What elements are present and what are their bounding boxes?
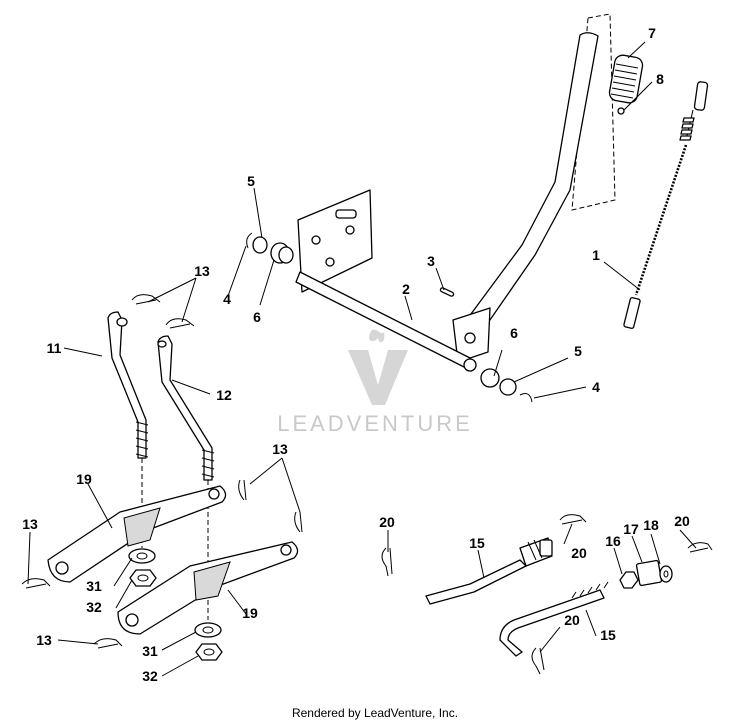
callout-32-upper: 32 [86, 599, 102, 615]
parts-16-17-18-adjuster [619, 559, 673, 589]
part-12-lift-link [157, 335, 215, 481]
callout-5-right: 5 [574, 343, 582, 359]
callout-11: 11 [47, 340, 62, 356]
callout-19-lower: 19 [242, 605, 258, 621]
callout-18: 18 [643, 517, 659, 533]
callout-4-right: 4 [592, 379, 600, 395]
callout-17: 17 [623, 521, 639, 537]
callout-2: 2 [402, 281, 410, 297]
part-20-clips [381, 514, 713, 675]
parts-31-32-upper [128, 548, 157, 587]
frame-plate [297, 189, 373, 293]
callout-32-lower: 32 [142, 668, 158, 684]
callout-labels: 1 2 3 4 5 6 6 5 4 7 8 11 12 13 13 13 13 … [22, 25, 690, 684]
parts-5-6-left-bushing [246, 232, 294, 264]
callout-6-right: 6 [510, 325, 518, 341]
leadventure-logo-icon [348, 329, 408, 405]
callout-16: 16 [605, 533, 621, 549]
callout-5-left: 5 [247, 173, 255, 189]
part-13-clips-lower [21, 479, 303, 649]
callout-31-upper: 31 [86, 578, 102, 594]
watermark: LEADVENTURE [277, 329, 473, 436]
callout-20-left: 20 [379, 514, 395, 530]
callout-20-right: 20 [674, 513, 690, 529]
footer-credit: Rendered by LeadVenture, Inc. [291, 706, 459, 720]
callout-20-mid: 20 [571, 545, 587, 561]
callout-20-bottom: 20 [564, 612, 580, 628]
part-15-rod-lower [499, 581, 609, 657]
callout-31-lower: 31 [142, 643, 158, 659]
callout-4-left: 4 [223, 291, 231, 307]
part-13-clips-upper [131, 294, 195, 329]
part-11-lift-link [107, 311, 149, 459]
callout-13-left: 13 [22, 516, 38, 532]
part-19-lift-arm-lower [117, 541, 299, 635]
part-19-lift-arm-upper [47, 485, 227, 583]
leader-lines [27, 41, 697, 677]
watermark-text: LEADVENTURE [277, 411, 473, 436]
callout-12: 12 [216, 387, 232, 403]
callout-15-lower: 15 [600, 627, 616, 643]
callout-19-upper: 19 [76, 471, 92, 487]
parts-31-32-lower [194, 622, 223, 661]
callout-13-mid: 13 [272, 441, 288, 457]
callout-8: 8 [656, 71, 664, 87]
callout-7: 7 [648, 25, 656, 41]
callout-1: 1 [592, 247, 600, 263]
part-3-pin [439, 287, 455, 297]
part-15-rod-upper [425, 537, 553, 605]
part-1-cable [623, 81, 709, 329]
lift-lever-arm [452, 32, 599, 363]
callout-3: 3 [427, 253, 435, 269]
callout-6-left: 6 [253, 309, 261, 325]
callout-13-bottom: 13 [36, 632, 52, 648]
callout-15-upper: 15 [469, 535, 485, 551]
part-2-cross-shaft [295, 271, 477, 372]
callout-13-top: 13 [194, 263, 210, 279]
parts-4-5-6-right-bushing [480, 368, 533, 403]
